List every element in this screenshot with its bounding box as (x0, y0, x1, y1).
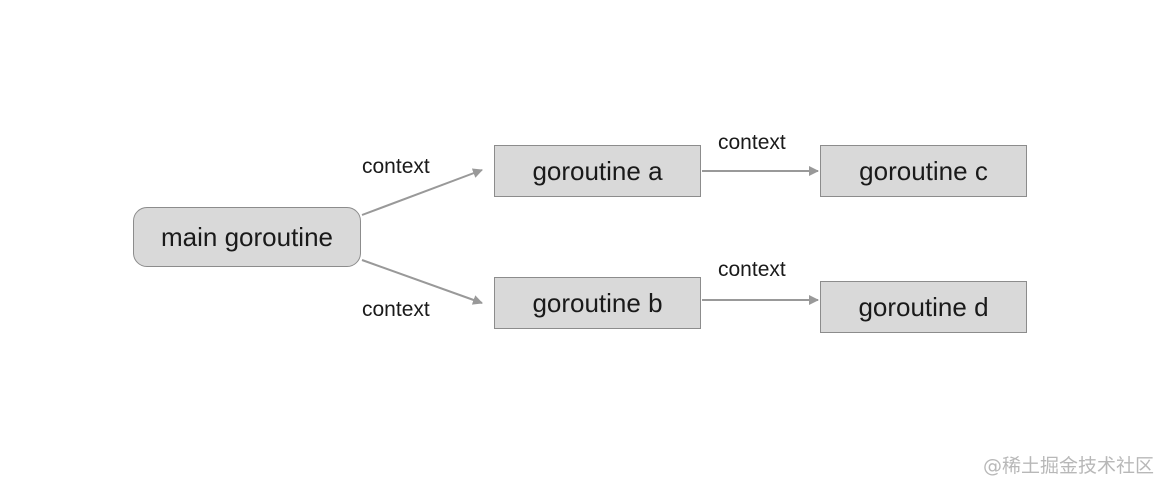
edge-label-main-to-a: context (362, 155, 430, 178)
node-main-goroutine: main goroutine (133, 207, 361, 267)
node-goroutine-d: goroutine d (820, 281, 1027, 333)
edge-label-main-to-b: context (362, 298, 430, 321)
edge-label-a-to-c: context (718, 131, 786, 154)
node-goroutine-b: goroutine b (494, 277, 701, 329)
node-goroutine-c: goroutine c (820, 145, 1027, 197)
watermark-text: @稀土掘金技术社区 (982, 455, 1154, 477)
edge-main-to-a (361, 168, 483, 216)
edge-label-b-to-d: context (718, 258, 786, 281)
node-goroutine-a: goroutine a (494, 145, 701, 197)
edge-main-to-b (361, 259, 483, 305)
